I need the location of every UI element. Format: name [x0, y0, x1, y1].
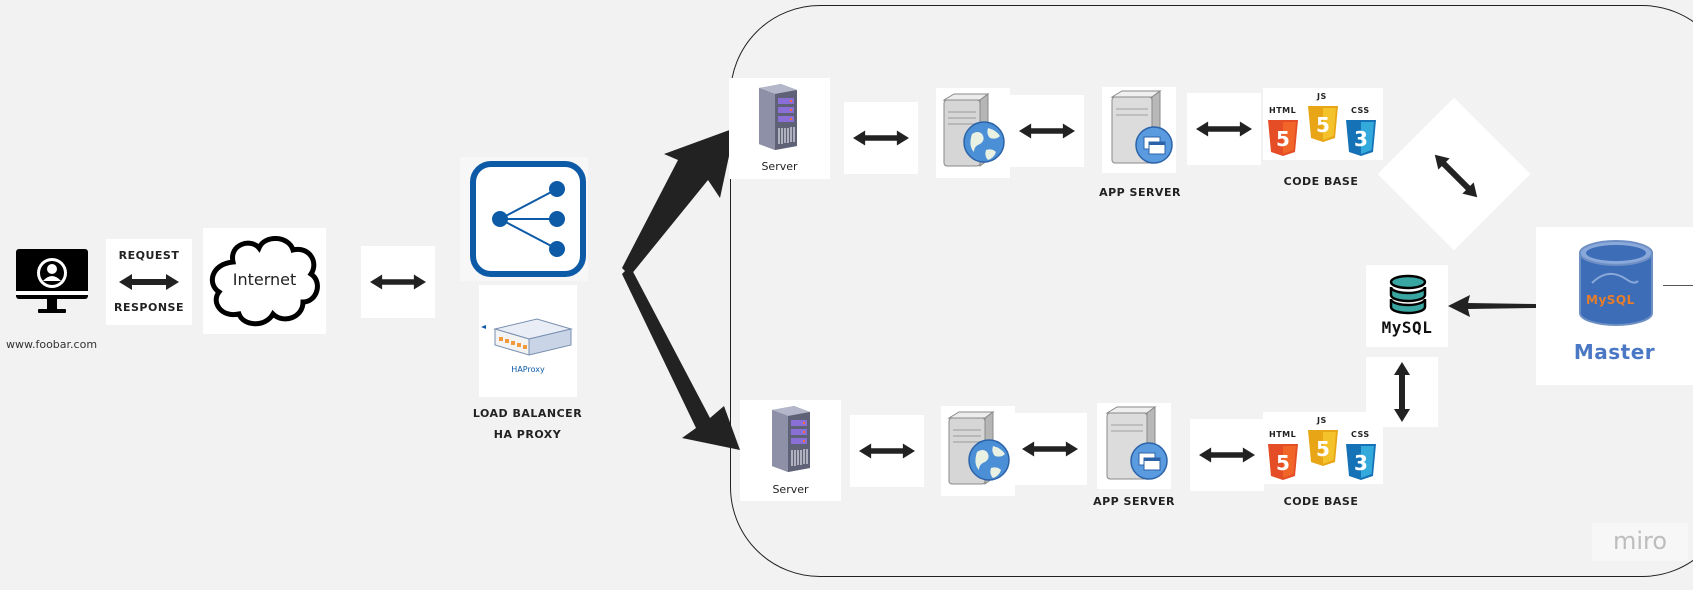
top-app-server-node[interactable]: [1102, 87, 1176, 173]
css-badge-label: CSS: [1351, 430, 1370, 439]
mysql-replication-arrow: [1394, 362, 1410, 422]
codebase-master-arrow: [1429, 149, 1483, 203]
internet-label: Internet: [232, 270, 297, 289]
server-tower-icon: [771, 405, 811, 473]
miro-watermark: miro: [1592, 523, 1688, 561]
bottom-app-server-node[interactable]: [1097, 403, 1171, 489]
bottom-web-server-node[interactable]: [941, 406, 1015, 496]
css3-icon: [1346, 120, 1376, 156]
ha-proxy-label: HA PROXY: [493, 428, 562, 441]
html5-icon: [1268, 444, 1298, 480]
bottom-server-label: Server: [772, 483, 809, 496]
app-server-icon: [1106, 406, 1168, 480]
server-tower-icon: [758, 83, 798, 151]
share-network-icon: [470, 161, 586, 277]
haproxy-logo-text: HAProxy: [511, 365, 545, 374]
web-server-globe-icon: [943, 93, 1005, 167]
top-link-3-arrow: [1196, 121, 1252, 137]
internet-lb-link: [361, 246, 435, 318]
bottom-link-1: [850, 415, 924, 487]
database-icon: [1389, 274, 1427, 315]
js-icon: [1308, 106, 1338, 142]
css3-icon: [1346, 444, 1376, 480]
top-server-label: Server: [761, 160, 798, 173]
bottom-app-server-label: APP SERVER: [1093, 495, 1175, 508]
cloud-icon: [209, 236, 320, 327]
load-balancer-label: LOAD BALANCER: [472, 407, 583, 420]
split-arrows: [622, 128, 740, 450]
top-link-3: [1187, 93, 1261, 165]
master-to-mysql-arrow: [1448, 295, 1536, 317]
bottom-server-node[interactable]: Server: [740, 400, 841, 501]
bottom-link-3-arrow: [1199, 447, 1255, 463]
load-balancer-node[interactable]: [460, 157, 588, 281]
js-badge-label: JS: [1317, 92, 1327, 101]
response-label: RESPONSE: [114, 301, 184, 314]
miro-logo-text: miro: [1612, 527, 1668, 555]
html-badge-label: HTML: [1269, 106, 1297, 115]
top-link-1-arrow: [853, 130, 909, 146]
request-response-arrow: [119, 274, 179, 290]
master-label: Master: [1573, 340, 1656, 364]
top-code-base-node[interactable]: HTML JS CSS: [1263, 88, 1383, 160]
internet-node[interactable]: Internet: [203, 228, 326, 334]
top-code-base-label: CODE BASE: [1283, 175, 1359, 188]
top-app-server-label: APP SERVER: [1099, 186, 1181, 199]
js-badge-label: JS: [1317, 416, 1327, 425]
html-badge-label: HTML: [1269, 430, 1297, 439]
master-logo-text: MySQL: [1586, 293, 1635, 307]
bottom-code-base-label: CODE BASE: [1283, 495, 1359, 508]
top-server-node[interactable]: Server: [729, 78, 830, 179]
split-arrow-bottom: [622, 266, 740, 450]
haproxy-appliance-icon: [481, 318, 573, 356]
bottom-link-2: [1013, 413, 1087, 485]
client-domain-label: www.foobar.com: [6, 338, 98, 351]
split-arrow-top: [622, 128, 735, 276]
html5-icon: [1268, 120, 1298, 156]
request-response-box: REQUEST RESPONSE: [106, 239, 192, 325]
app-server-icon: [1111, 90, 1173, 164]
bottom-code-base-node[interactable]: HTML JS CSS: [1263, 412, 1383, 484]
top-link-2-arrow: [1019, 123, 1075, 139]
master-db-node[interactable]: MySQL Master: [1536, 227, 1693, 385]
internet-lb-arrow: [370, 274, 426, 290]
top-link-1: [844, 102, 918, 174]
top-web-server-node[interactable]: [936, 88, 1010, 178]
mysql-node[interactable]: MySQL: [1366, 265, 1448, 347]
master-connector-line: [1663, 285, 1693, 286]
mysql-label: MySQL: [1381, 318, 1433, 337]
css-badge-label: CSS: [1351, 106, 1370, 115]
monitor-user-icon: [16, 249, 88, 313]
client-computer[interactable]: [14, 247, 90, 319]
server-cluster-boundary: [730, 5, 1693, 577]
master-db-icon: [1579, 240, 1653, 326]
top-link-2: [1010, 95, 1084, 167]
bottom-link-3: [1190, 419, 1264, 491]
bottom-link-1-arrow: [859, 443, 915, 459]
haproxy-node[interactable]: HAProxy: [479, 285, 577, 397]
js-icon: [1308, 430, 1338, 466]
request-label: REQUEST: [118, 249, 180, 262]
web-server-globe-icon: [948, 411, 1010, 485]
bottom-link-2-arrow: [1022, 441, 1078, 457]
